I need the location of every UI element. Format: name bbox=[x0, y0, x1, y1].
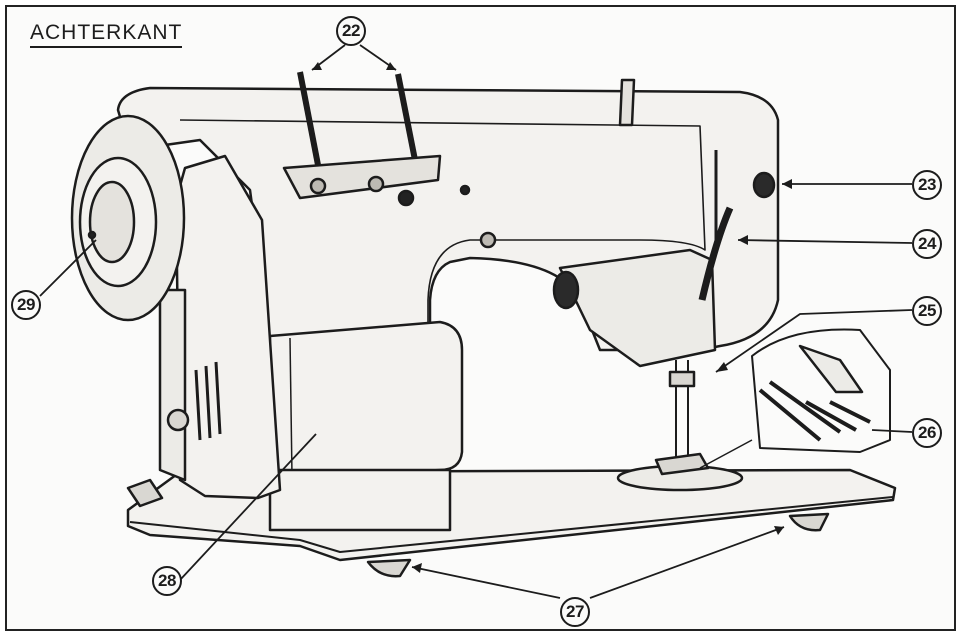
thread-spool-pin-right bbox=[395, 73, 418, 161]
presser-foot bbox=[654, 452, 710, 476]
callout-22: 22 bbox=[336, 16, 366, 46]
handwheel-hub bbox=[88, 180, 136, 264]
callout-23: 23 bbox=[912, 170, 942, 200]
hinge-bracket bbox=[126, 478, 164, 508]
foot-right bbox=[788, 512, 830, 532]
inset-frame bbox=[751, 328, 891, 453]
side-knob bbox=[752, 171, 776, 199]
top-thread-guide bbox=[618, 78, 636, 127]
arm-face bbox=[179, 119, 706, 340]
thread-spool-pin-left bbox=[297, 71, 321, 166]
callout-24: 24 bbox=[912, 229, 942, 259]
callout-26: 26 bbox=[912, 418, 942, 448]
callout-27: 27 bbox=[560, 597, 590, 627]
foot-left bbox=[366, 558, 412, 578]
base-front-edge bbox=[129, 496, 894, 553]
callout-29: 29 bbox=[11, 290, 41, 320]
motor-base bbox=[268, 468, 452, 532]
head-knob bbox=[552, 270, 580, 310]
callout-25: 25 bbox=[912, 296, 942, 326]
callout-28: 28 bbox=[152, 566, 182, 596]
head-cover bbox=[558, 248, 717, 368]
needle-clamp bbox=[668, 370, 696, 388]
view-heading: ACHTERKANT bbox=[30, 22, 183, 48]
